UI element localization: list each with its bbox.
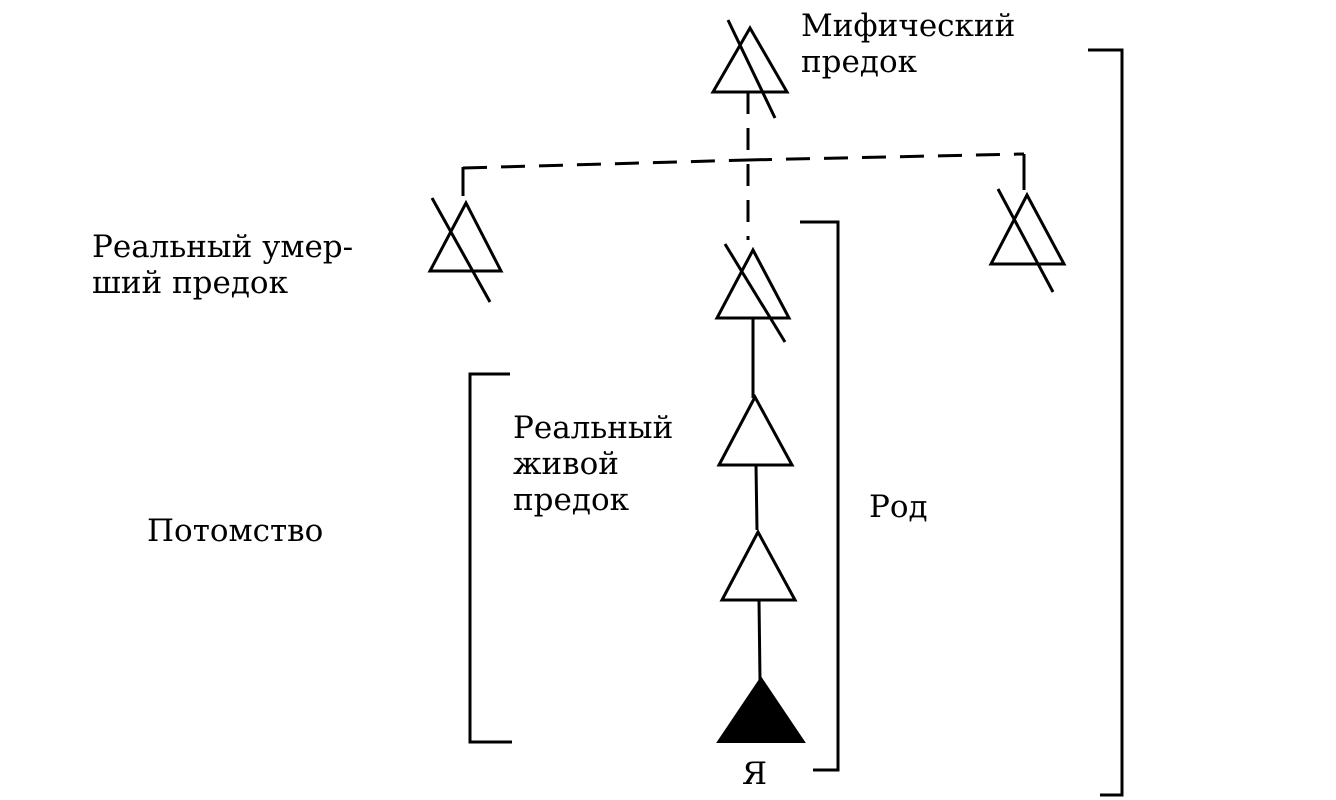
clan-bracket [800, 220, 840, 772]
real-living-ancestor-label: Реальный живой предок [513, 410, 673, 518]
clan-label: Род [869, 489, 928, 525]
collateral-dashed-line-right [747, 152, 1025, 162]
real-dead-ancestor-label-line: ший предок [92, 265, 288, 301]
real-dead-ancestor-label: Реальный умер- ший предок [92, 229, 353, 301]
mythical-ancestor-label-line: предок [801, 44, 917, 80]
ego-filled-triangle-icon [716, 676, 806, 743]
offspring-bracket [468, 372, 512, 744]
mythical-ancestor-crossed-triangle-icon [710, 19, 790, 119]
real-living-ancestor-label-line: предок [513, 482, 629, 518]
collateral-ancestor-right-crossed-triangle-icon [988, 188, 1067, 293]
real-living-ancestor-label-line: Реальный [513, 410, 674, 446]
collateral-dashed-line-left [462, 158, 749, 170]
mythical-ancestor-label-line: Мифический [801, 8, 1016, 44]
mythical-ancestor-label: Мифический предок [801, 8, 1015, 80]
ego-label: Я [742, 756, 768, 792]
living-ancestor-triangle-icon [719, 528, 798, 602]
lineal-dead-ancestor-crossed-triangle-icon [714, 243, 792, 343]
collateral-ancestor-left-crossed-triangle-icon [427, 197, 504, 303]
living-ancestor-triangle-icon [716, 393, 795, 467]
real-living-ancestor-label-line: живой [513, 446, 619, 482]
descent-line-living-1-to-living-2 [754, 464, 759, 531]
descent-line-living-2-to-ego [757, 599, 762, 681]
offspring-label: Потомство [147, 513, 324, 549]
outer-bracket [1088, 48, 1124, 797]
real-dead-ancestor-label-line: Реальный умер- [92, 229, 354, 265]
